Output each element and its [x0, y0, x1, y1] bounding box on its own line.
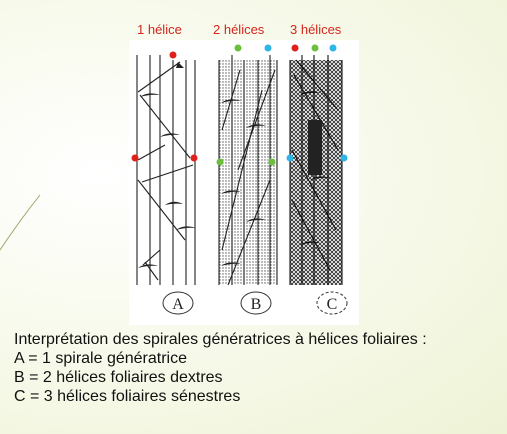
label-two-helices: 2 hélices: [213, 22, 265, 37]
panel-letter-c: C: [316, 291, 348, 315]
panel-a-stem: [131, 51, 198, 285]
panel-letter-b: B: [240, 291, 272, 315]
svg-text:A: A: [172, 296, 184, 313]
caption-line-c: C = 3 hélices foliaires sénestres: [14, 388, 241, 405]
panel-b-stem: [216, 44, 278, 286]
caption: Interprétation des spirales génératrices…: [14, 330, 504, 406]
panel-letter-a: A: [162, 291, 194, 315]
caption-line-a: A = 1 spirale génératrice: [14, 350, 187, 367]
svg-text:C: C: [327, 296, 338, 313]
svg-text:B: B: [251, 296, 262, 313]
label-three-helices: 3 hélices: [290, 22, 342, 37]
caption-line-b: B = 2 hélices foliaires dextres: [14, 369, 223, 386]
label-one-helix: 1 hélice: [137, 22, 182, 37]
panel-c-stem: [286, 44, 348, 285]
decorative-curve: [0, 194, 41, 251]
caption-title: Interprétation des spirales génératrices…: [14, 331, 427, 348]
